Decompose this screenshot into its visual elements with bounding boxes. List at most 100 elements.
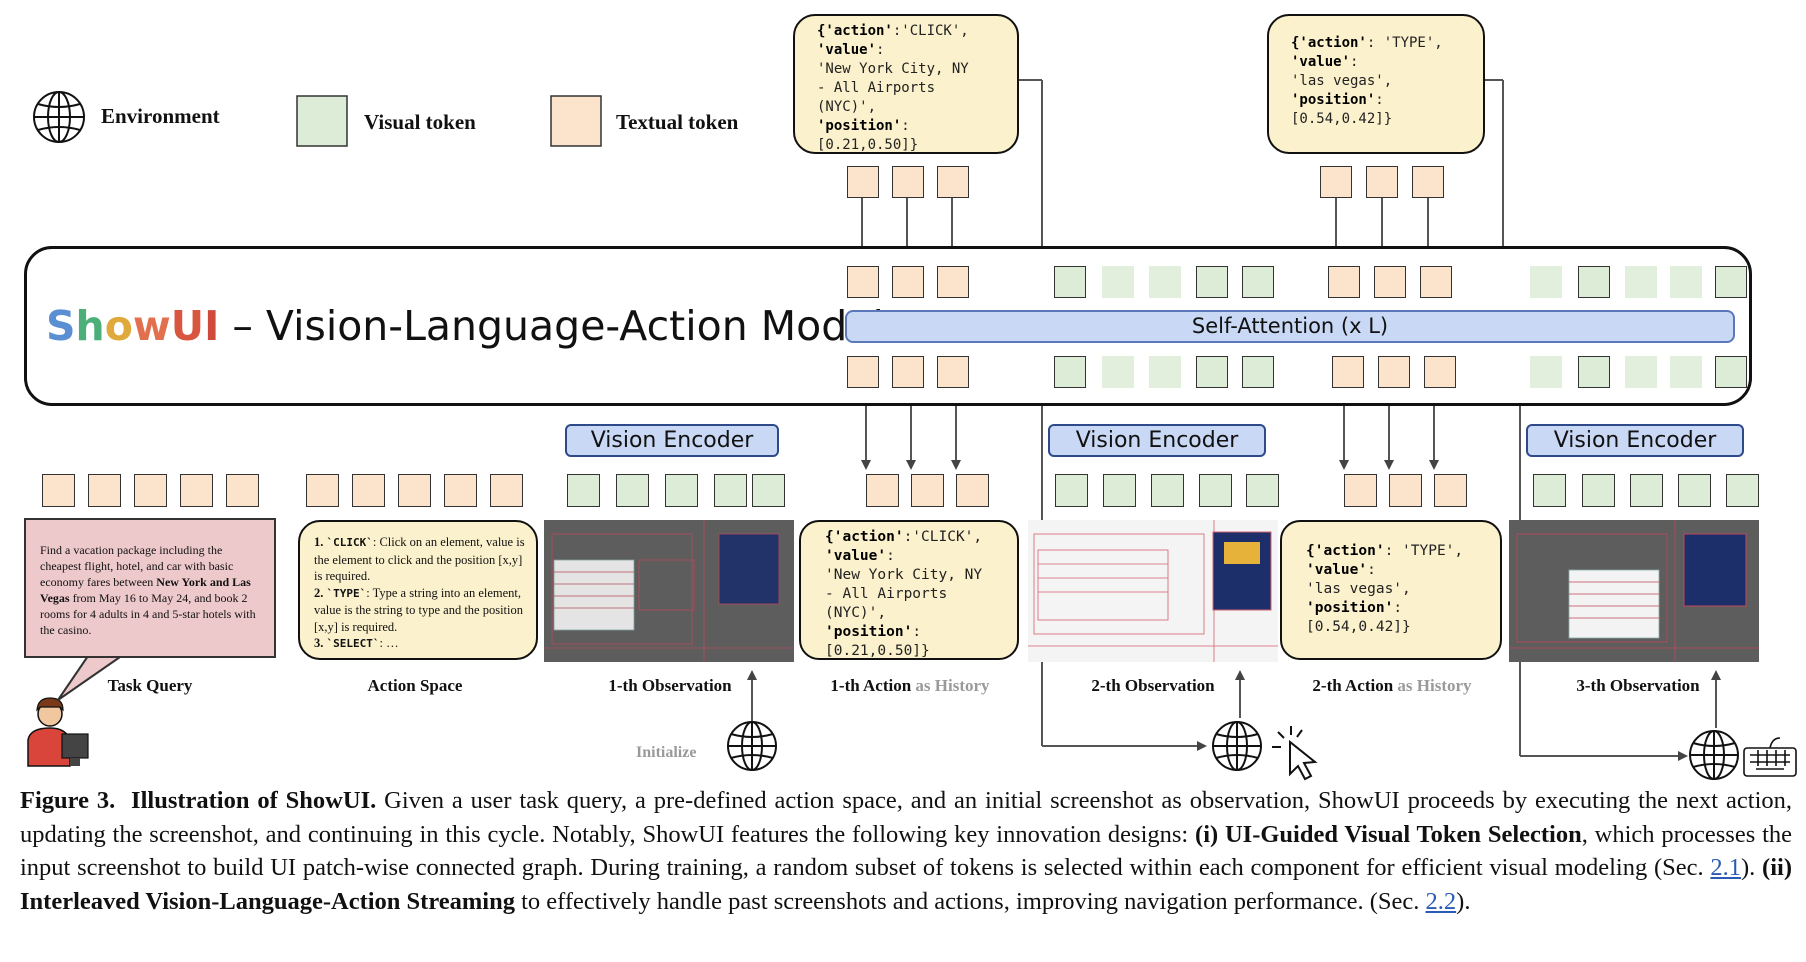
caption-action-space: Action Space (367, 676, 463, 695)
textual-token-output (1320, 166, 1352, 198)
action-space-type: `TYPE` (326, 586, 367, 600)
action-space-type-desc: : Type a string into an element, value i… (314, 585, 523, 634)
brand-letter: h (75, 302, 105, 350)
history-type-action-bubble: {'action': 'TYPE', 'value': 'las vegas',… (1280, 520, 1502, 660)
section-2-1-link[interactable]: 2.1 (1710, 854, 1741, 881)
task-query-tail (57, 655, 121, 701)
vision-encoder-3: Vision Encoder (1526, 424, 1744, 457)
history-click-key-action: {'action' (825, 529, 904, 545)
action-space-box: 1. `CLICK`: Click on an element, value i… (298, 520, 538, 660)
colon: : (1367, 562, 1376, 578)
vision-encoder-1: Vision Encoder (565, 424, 779, 457)
figure-caption: Figure 3. Illustration of ShowUI. Given … (20, 784, 1792, 918)
showui-brand: ShowUI (46, 302, 219, 350)
visual-token-model-upper (1715, 266, 1747, 298)
visual-token-model-lower (1625, 356, 1657, 388)
visual-token-input (1630, 474, 1663, 507)
textual-token-input (42, 474, 75, 507)
click-bubble-value-line2: - All Airports (817, 80, 936, 96)
observation-3-graphic (1509, 520, 1759, 662)
model-title-text: – Vision-Language-Action Model (219, 302, 884, 350)
textual-token-input (1389, 474, 1422, 507)
task-query-text-1: Find a vacation package including the ch… (40, 543, 234, 589)
visual-token-input (665, 474, 698, 507)
type-bubble-action-value: : 'TYPE', (1366, 35, 1443, 51)
visual-token-input (1726, 474, 1759, 507)
history-click-position-value: [0.21,0.50]} (825, 643, 930, 659)
textual-token-model-upper (937, 266, 969, 298)
visual-token-model-upper (1149, 266, 1181, 298)
click-environment-globe-icon (1212, 721, 1262, 771)
click-bubble-value-line3: (NYC)', (817, 99, 877, 115)
action-space-num-3: 3. (314, 636, 327, 650)
textual-token-model-upper (1328, 266, 1360, 298)
history-click-value-line1: 'New York City, NY (825, 567, 983, 583)
textual-token-input (1434, 474, 1467, 507)
textual-token-model-lower (1378, 356, 1410, 388)
visual-token-input (1533, 474, 1566, 507)
self-attention-bar: Self-Attention (x L) (845, 310, 1735, 343)
visual-token-model-upper (1054, 266, 1086, 298)
visual-token-model-lower (1715, 356, 1747, 388)
colon: : (1375, 92, 1384, 108)
history-click-value-line3: (NYC)', (825, 605, 887, 621)
visual-token-model-upper (1578, 266, 1610, 298)
textual-token-output (1366, 166, 1398, 198)
vision-encoder-2: Vision Encoder (1048, 424, 1266, 457)
visual-token-model-lower (1149, 356, 1181, 388)
caption-observation-3: 3-th Observation (1576, 676, 1700, 695)
action-space-num-2: 2. (314, 585, 327, 600)
textual-token-model-upper (1374, 266, 1406, 298)
caption-initialize: Initialize (636, 744, 697, 761)
visual-token-model-upper (1196, 266, 1228, 298)
visual-token-input (1582, 474, 1615, 507)
click-bubble-position-value: [0.21,0.50]} (817, 137, 919, 153)
type-bubble-key-value: 'value' (1291, 54, 1351, 70)
figure-caption-text-4: to effectively handle past screenshots a… (515, 887, 1426, 915)
history-type-position-value: [0.54,0.42]} (1306, 619, 1411, 635)
caption-action-2: 2-th Action as History (1282, 676, 1502, 696)
action-space-click-desc: : Click on an element, value is the elem… (314, 535, 525, 583)
figure-caption-text-1: Given a user task query, a pre-defined a… (20, 787, 1793, 848)
textual-token-input (866, 474, 899, 507)
textual-token-output (1412, 166, 1444, 198)
visual-token-model-upper (1242, 266, 1274, 298)
caption-action-1-text: 1-th Action (830, 676, 912, 695)
caption-task-query: Task Query (107, 676, 193, 695)
textual-token-input (1344, 474, 1377, 507)
type-bubble-value: 'las vegas', (1291, 73, 1393, 89)
history-click-key-value: 'value' (825, 548, 887, 564)
textual-token-output (937, 166, 969, 198)
action-space-click: `CLICK` (326, 536, 373, 549)
visual-token-model-upper (1102, 266, 1134, 298)
textual-token-input (956, 474, 989, 507)
observation-2-graphic (1028, 520, 1278, 662)
visual-token-model-lower (1670, 356, 1702, 388)
caption-action-1-as-history: as History (915, 676, 990, 695)
observation-2-screenshot (1028, 520, 1278, 662)
figure-caption-bold-1: (i) UI-Guided Visual Token Selection (1195, 820, 1582, 848)
textual-token-input (911, 474, 944, 507)
visual-token-input (714, 474, 747, 507)
visual-token-model-upper (1625, 266, 1657, 298)
click-bubble-key-value: 'value' (817, 42, 877, 58)
textual-token-model-upper (847, 266, 879, 298)
history-type-action-value: : 'TYPE', (1384, 543, 1464, 559)
figure-caption-text-3: ). (1741, 854, 1763, 881)
textual-token-model-lower (1424, 356, 1456, 388)
legend-textual-token-swatch (550, 95, 602, 147)
visual-token-input (616, 474, 649, 507)
section-2-2-link[interactable]: 2.2 (1425, 887, 1457, 915)
legend-environment-label: Environment (101, 104, 220, 128)
textual-token-input (490, 474, 523, 507)
visual-token-model-lower (1242, 356, 1274, 388)
textual-token-output (892, 166, 924, 198)
visual-token-model-lower (1530, 356, 1562, 388)
visual-token-input (1151, 474, 1184, 507)
model-title: ShowUI – Vision-Language-Action Model (46, 302, 884, 350)
click-bubble-value-line1: 'New York City, NY (817, 61, 969, 77)
caption-observation-2: 2-th Observation (1091, 676, 1215, 695)
caption-observation-1: 1-th Observation (608, 676, 732, 695)
legend-visual-token-label: Visual token (364, 110, 476, 134)
visual-token-model-upper (1670, 266, 1702, 298)
